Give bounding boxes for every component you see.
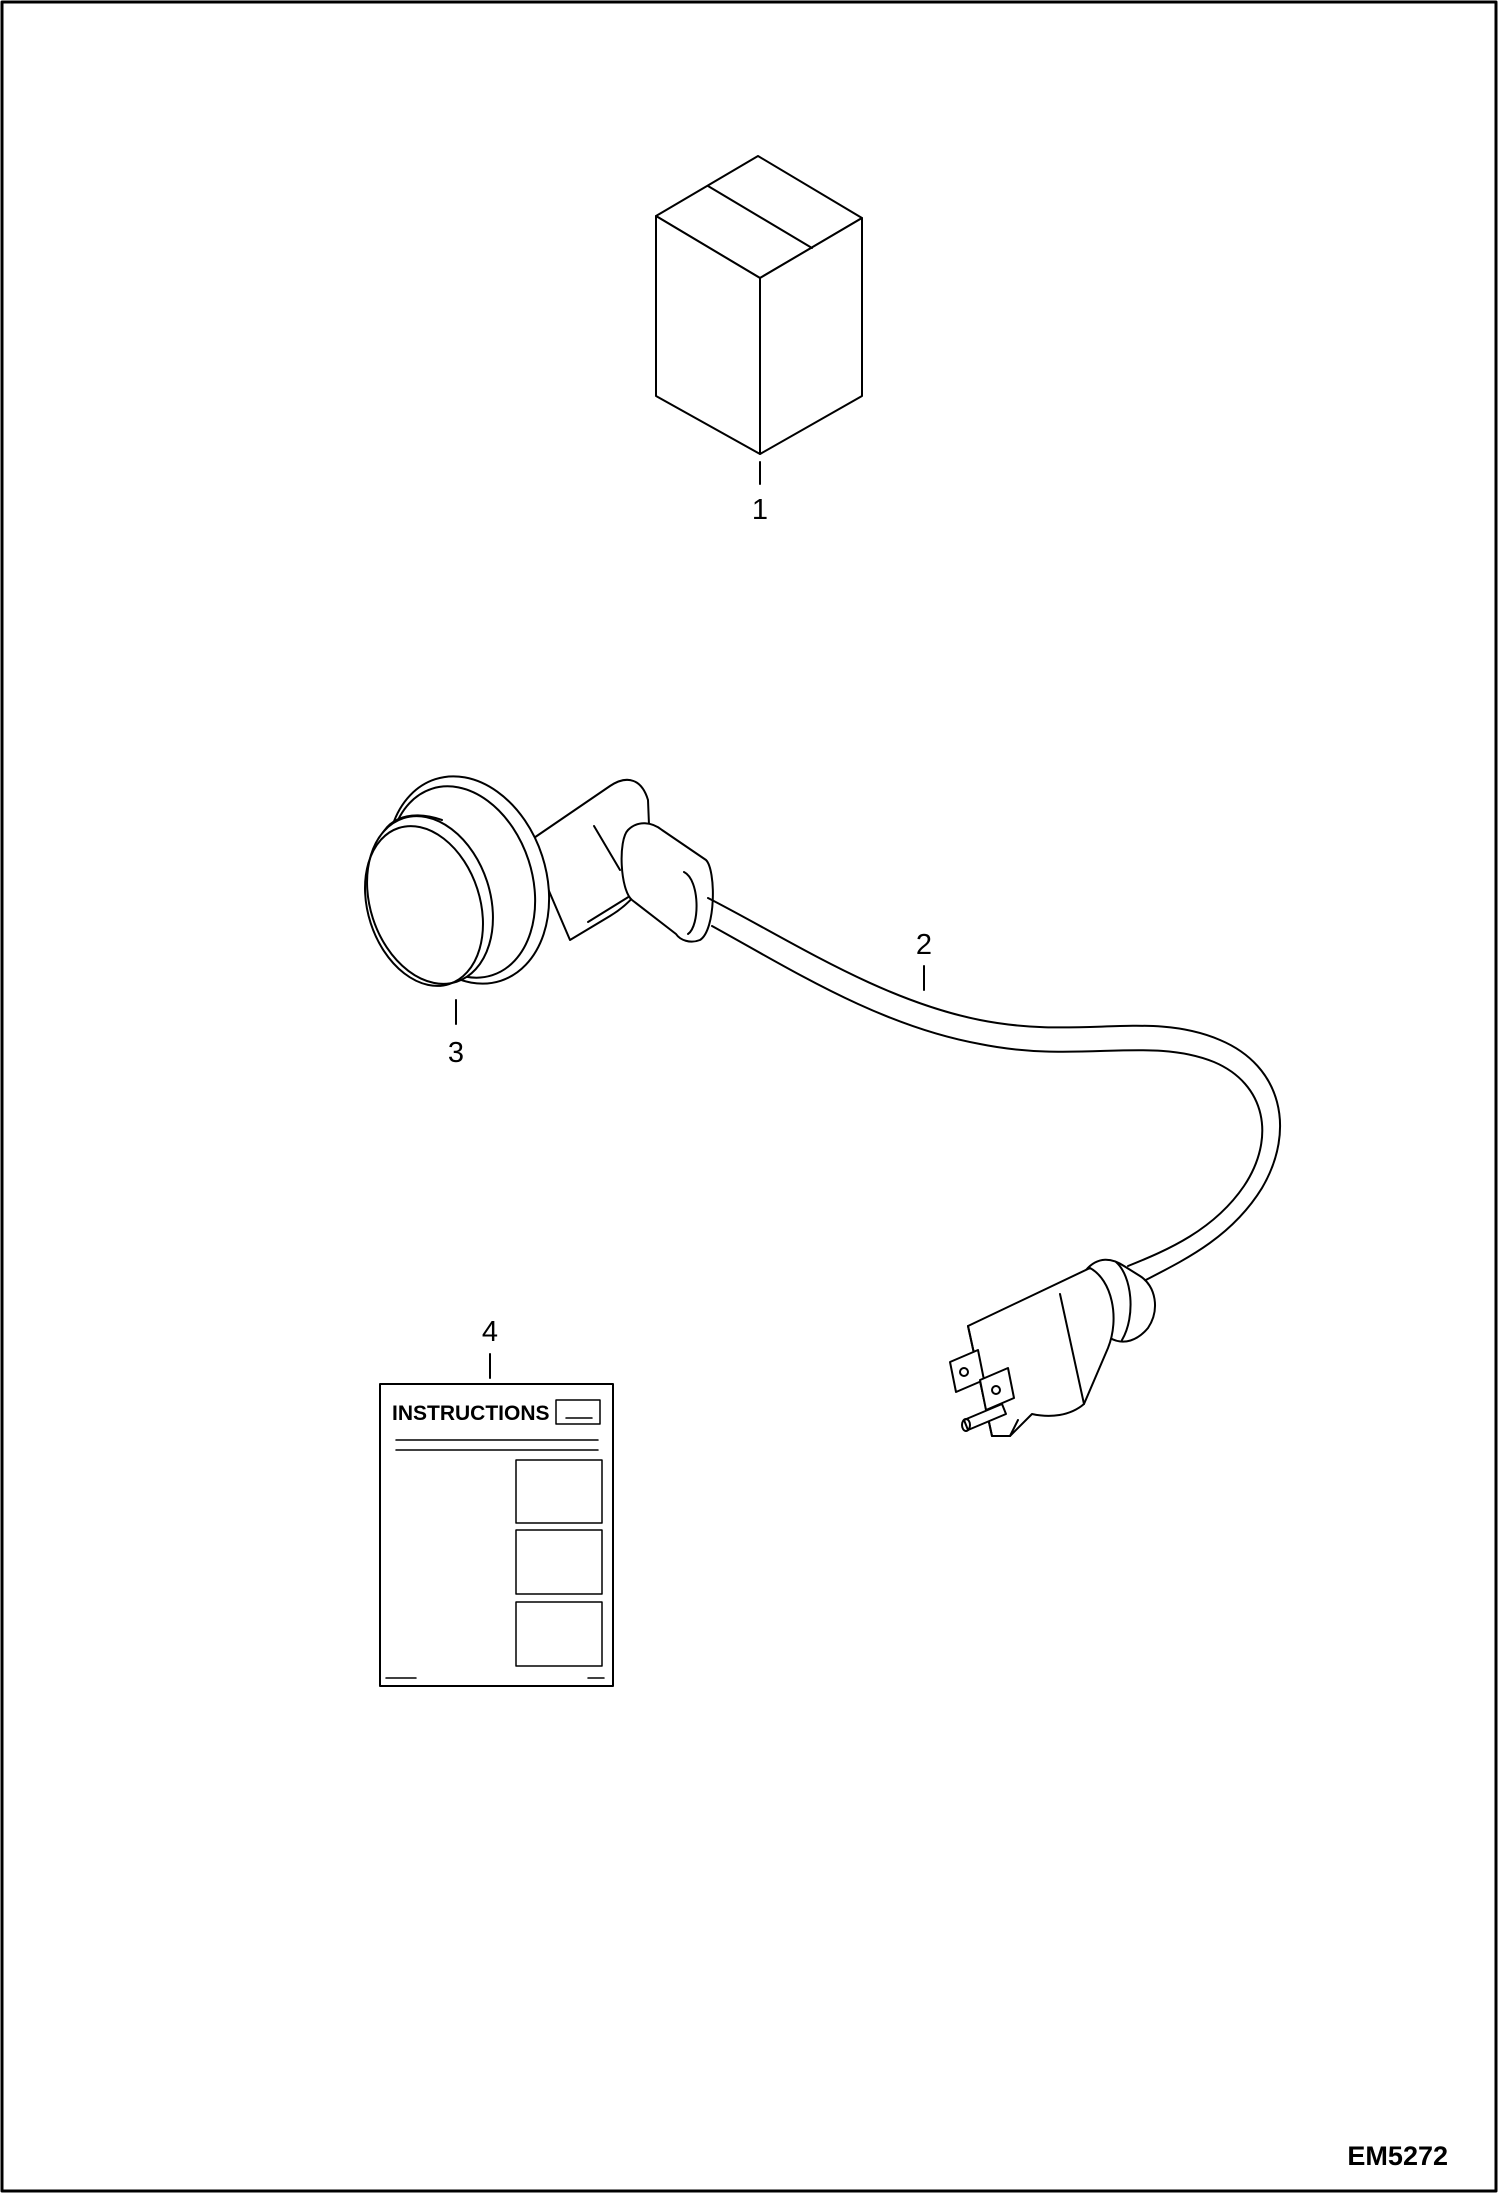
callout-4: 4 [482, 1316, 498, 1348]
heater-illustration [364, 775, 714, 987]
drawing-code: EM5272 [1347, 2141, 1448, 2171]
instructions-panel-3 [515, 1601, 603, 1667]
box-illustration [655, 155, 863, 455]
instructions-title-box [555, 1399, 601, 1425]
callout-1: 1 [752, 494, 768, 526]
instructions-panel-2 [515, 1529, 603, 1595]
instructions-panel-1 [515, 1459, 603, 1524]
instructions-title: INSTRUCTIONS [392, 1402, 550, 1425]
instructions-sheet: INSTRUCTIONS [379, 1383, 614, 1687]
callout-2: 2 [916, 929, 932, 961]
callout-3: 3 [448, 1037, 464, 1069]
cord-illustration [707, 897, 1281, 1437]
